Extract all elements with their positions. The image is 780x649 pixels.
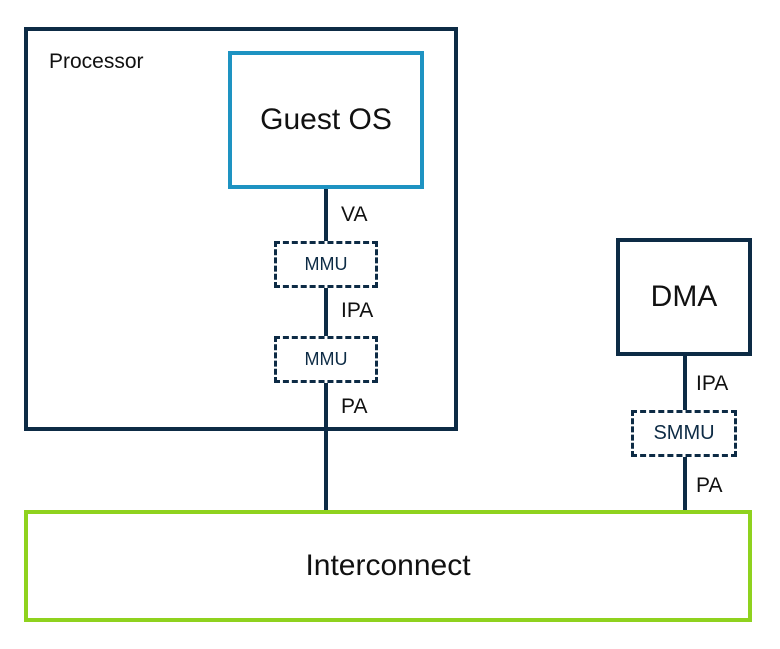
ipa-dma-label: IPA [696, 372, 729, 395]
pa-processor-label: PA [341, 395, 368, 418]
mmu-stage1-label: MMU [304, 254, 348, 274]
mmu-stage2-label: MMU [304, 349, 348, 369]
pa-dma-label: PA [696, 474, 723, 497]
interconnect-box: Interconnect [24, 510, 752, 622]
processor-label: Processor [49, 50, 144, 73]
guest-os-label: Guest OS [260, 103, 392, 136]
smmu-label: SMMU [653, 422, 715, 444]
mmu-stage2-box: MMU [274, 336, 378, 383]
mmu-stage1-box: MMU [274, 241, 378, 288]
dma-box: DMA [616, 238, 752, 356]
processor-box [24, 27, 458, 431]
dma-label: DMA [650, 280, 718, 313]
ipa-processor-label: IPA [341, 299, 374, 322]
interconnect-label: Interconnect [305, 549, 471, 582]
guest-os-box: Guest OS [228, 51, 424, 189]
smmu-box: SMMU [631, 410, 737, 457]
va-label: VA [341, 203, 368, 226]
